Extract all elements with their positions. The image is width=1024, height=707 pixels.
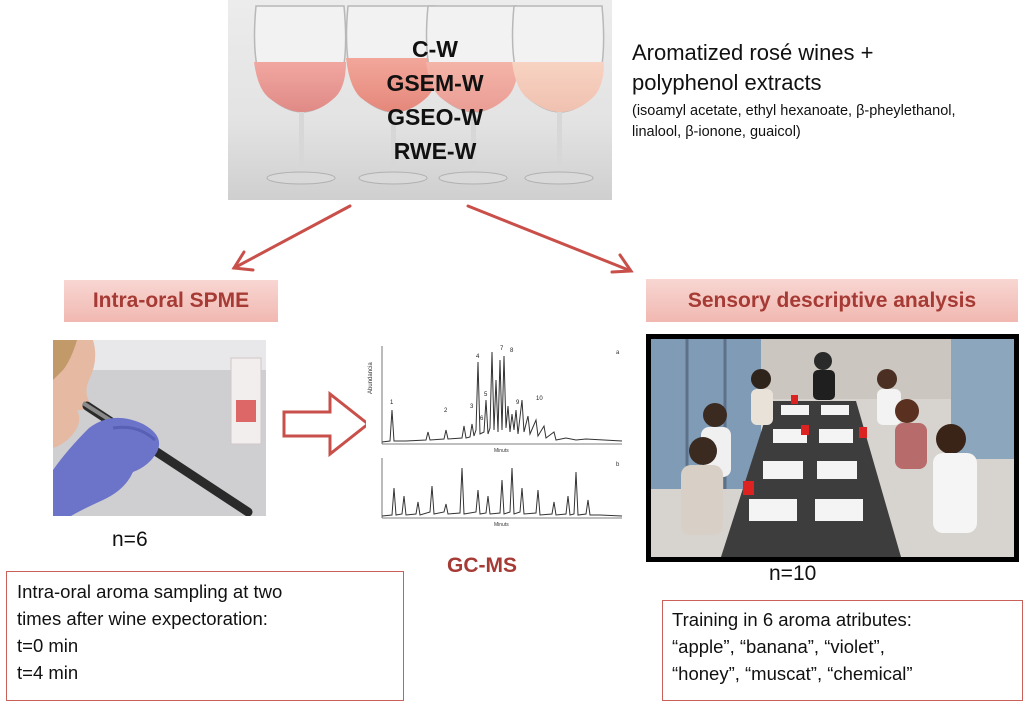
chromatogram-b-xaxis: Minuts xyxy=(494,522,509,528)
chromatogram-a-yaxis: Abundancia xyxy=(368,362,374,394)
gc-ms-label: GC-MS xyxy=(447,554,517,577)
spme-box-line: t=0 min xyxy=(17,635,79,656)
compounds-line: linalool, β-ionone, guaicol) xyxy=(632,124,801,140)
peak-label: 1 xyxy=(390,400,394,406)
arrow-to-sensory-head xyxy=(610,253,634,274)
intra-oral-spme-header: Intra-oral SPME xyxy=(64,280,278,322)
aroma-compounds-list: (isoamyl acetate, ethyl hexanoate, β-phe… xyxy=(632,101,1022,143)
peak-label: 6 xyxy=(480,416,484,422)
arrow-to-spme-head xyxy=(231,250,255,272)
peak-label: 8 xyxy=(510,348,514,354)
chromatogram-b-panel: b xyxy=(616,462,620,468)
chromatogram-b: Minuts b xyxy=(381,458,623,528)
peak-label: 9 xyxy=(516,400,520,406)
wines-title-line: Aromatized rosé wines + xyxy=(632,40,874,65)
peak-label: 3 xyxy=(470,404,474,410)
chromatogram-a: Abundancia Minuts a 1 2 3 4 5 6 7 8 9 10 xyxy=(368,346,623,454)
wine-code: C-W xyxy=(412,36,458,62)
spme-sample-size: n=6 xyxy=(112,528,148,551)
chromatogram-a-xaxis: Minuts xyxy=(494,448,509,454)
spme-box-line: Intra-oral aroma sampling at two xyxy=(17,581,283,602)
sensory-box-line: “honey”, “muscat”, “chemical” xyxy=(672,663,913,684)
spme-photo-illustration xyxy=(53,340,266,516)
block-arrow-icon xyxy=(282,390,371,458)
arrow-to-spme xyxy=(232,204,352,270)
sensory-panel-size: n=10 xyxy=(769,562,817,585)
gc-ms-chromatograms: Abundancia Minuts a 1 2 3 4 5 6 7 8 9 10… xyxy=(366,340,628,530)
compounds-line: (isoamyl acetate, ethyl hexanoate, β-phe… xyxy=(632,103,956,119)
arrow-to-sensory xyxy=(466,204,633,273)
wines-description-title: Aromatized rosé wines + polyphenol extra… xyxy=(632,38,1012,98)
wine-code: GSEM-W xyxy=(386,70,484,96)
peak-label: 7 xyxy=(500,346,504,352)
sensory-box-line: Training in 6 aroma atributes: xyxy=(672,609,912,630)
spme-box-line: times after wine expectoration: xyxy=(17,608,268,629)
spme-protocol-box: Intra-oral aroma sampling at two times a… xyxy=(6,571,404,701)
peak-label: 2 xyxy=(444,408,448,414)
sensory-panel-photo xyxy=(646,334,1019,562)
sensory-analysis-header: Sensory descriptive analysis xyxy=(646,279,1018,322)
wine-code: RWE-W xyxy=(393,138,477,164)
peak-label: 4 xyxy=(476,354,480,360)
peak-label: 5 xyxy=(484,392,488,398)
peak-label: 10 xyxy=(536,396,543,402)
wine-glasses-illustration xyxy=(253,5,605,185)
wine-sample-codes: C-W GSEM-W GSEO-W RWE-W xyxy=(355,32,515,168)
chromatogram-chart: Abundancia Minuts a 1 2 3 4 5 6 7 8 9 10… xyxy=(368,346,623,528)
wine-code: GSEO-W xyxy=(387,104,483,130)
sensory-box-line: “apple”, “banana”, “violet”, xyxy=(672,636,885,657)
spme-box-line: t=4 min xyxy=(17,662,79,683)
sensory-training-box: Training in 6 aroma atributes: “apple”, … xyxy=(662,600,1023,701)
spme-sampling-photo xyxy=(53,340,266,516)
wine-glasses-photo xyxy=(228,0,612,200)
chromatogram-a-panel: a xyxy=(616,350,620,356)
sensory-photo-illustration xyxy=(651,339,1014,557)
wines-title-line: polyphenol extracts xyxy=(632,70,822,95)
